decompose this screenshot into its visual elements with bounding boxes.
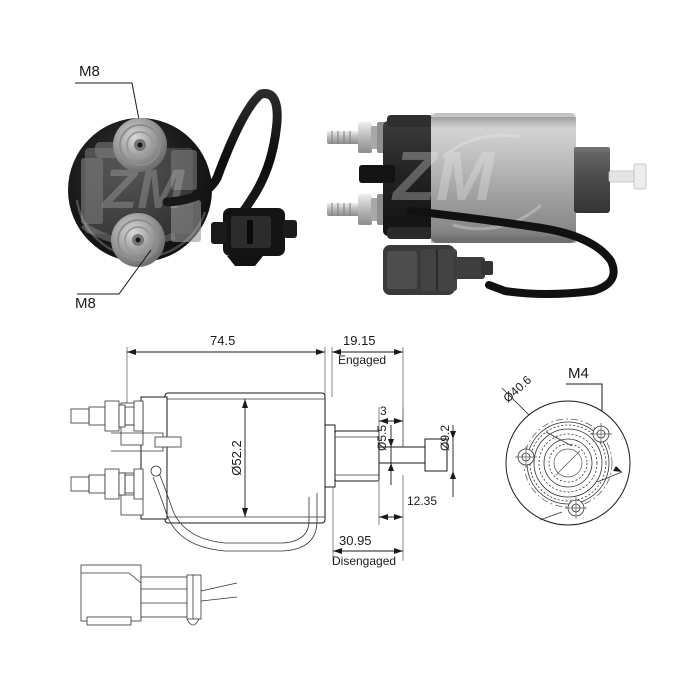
harness-wire-side [407,207,618,298]
drawing-harness-wire [150,465,318,552]
callout-label-m8-lower: M8 [75,295,96,312]
callout-m4: M4 [566,365,603,415]
side-profile-photo: ZM [325,85,665,315]
connector-side [383,245,493,295]
side-elevation-drawing: 74.5 19.15 Engaged [55,325,475,645]
zm-watermark-side: ZM [391,133,543,231]
dimension-shoulder-width: 3 [378,404,404,447]
plunger-rod [608,163,647,190]
end-view-drawing: Ø40.6 M4 [480,360,660,545]
mounting-hole-top-right [590,423,612,445]
dimension-disengaged: 30.95 Disengaged [332,487,404,568]
dim-label-19-15: 19.15 [343,333,376,348]
terminal-stud-upper [113,118,167,172]
terminal-stud-lower [111,213,165,267]
callout-m8-lower: M8 [75,249,152,312]
dimension-body-diameter: Ø52.2 [229,399,248,517]
callout-label-m4: M4 [568,365,589,382]
dim-note-disengaged: Disengaged [332,554,396,568]
dim-label-52-2: Ø52.2 [229,440,244,475]
drawing-connector [80,564,238,626]
dim-label-5-5: Ø5.5 [375,425,389,451]
drawing-terminal-lower [70,468,144,500]
plunger-boot [574,147,610,213]
dimension-tip-length: 12.35 [378,475,437,525]
front-face-photo: M8 ZM [55,50,335,320]
dim-label-30-95: 30.95 [339,533,372,548]
end-view-leader-lines [539,431,623,521]
dimension-engaged: 19.15 Engaged [331,333,404,457]
dim-note-engaged: Engaged [338,353,386,367]
dim-label-9-2: Ø9.2 [438,425,452,451]
callout-label-m8-upper: M8 [79,63,100,80]
mounting-hole-bottom [565,497,587,519]
callout-m8-upper: M8 [75,63,141,126]
drawing-terminal-upper [70,400,144,432]
harness-wire-front [162,89,282,233]
solenoid-cap-block [359,115,435,239]
dim-label-3: 3 [380,404,387,418]
dim-label-40-6: Ø40.6 [500,373,534,405]
dimension-rod-diameter: Ø5.5 [375,425,394,485]
side-terminal-lower [327,194,387,225]
dim-label-74-5: 74.5 [210,333,235,348]
dimension-body-length: 74.5 [126,333,326,405]
connector-front [211,208,297,266]
svg-text:ZM: ZM [391,137,496,215]
dim-label-12-35: 12.35 [407,494,437,508]
mounting-hole-left [515,446,537,468]
side-terminal-upper [327,122,387,153]
end-view-nose-rings [526,421,610,505]
solenoid-can-body [431,113,576,243]
dimension-tip-diameter: Ø9.2 [438,425,456,497]
